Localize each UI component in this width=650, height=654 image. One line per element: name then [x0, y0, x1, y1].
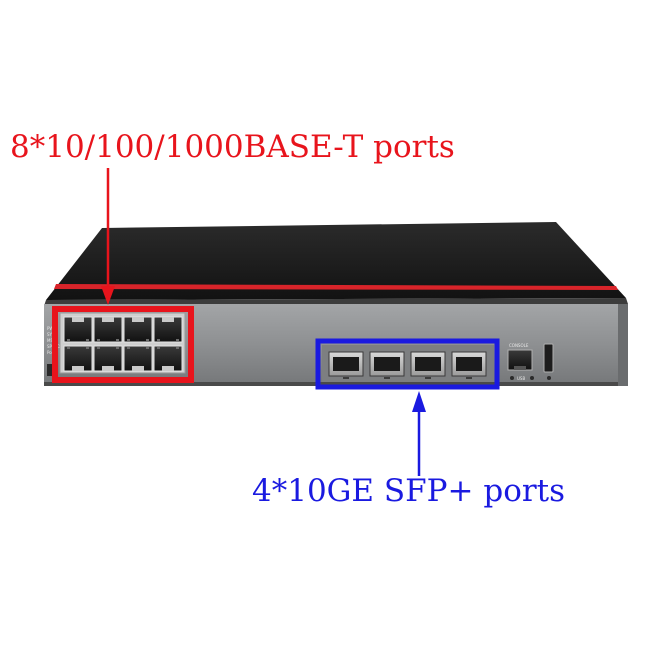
rj45-led: [116, 339, 119, 341]
led-label: PoE: [47, 350, 55, 355]
sfp-led: [343, 377, 349, 379]
bottom-edge: [44, 382, 628, 386]
sfp-arrow-head: [412, 391, 426, 412]
rj45-port-block: [59, 312, 186, 374]
rj45-led: [116, 347, 119, 349]
sfp-slot: [415, 357, 441, 371]
ge-ports-label: 8*10/100/1000BASE-T ports: [10, 129, 455, 165]
sfp-slot: [333, 357, 359, 371]
rj45-latch: [132, 366, 144, 371]
led-label: SYS: [47, 332, 55, 337]
console-area: CONSOLE USB: [507, 343, 554, 381]
sfp-slot: [456, 357, 482, 371]
rj45-led: [176, 347, 179, 349]
led-label: MST: [47, 338, 56, 343]
rj45-latch: [72, 366, 84, 371]
sfp-callout-box: [315, 338, 500, 390]
rj45-led: [127, 339, 130, 341]
rj45-latch: [102, 317, 114, 322]
accent-stripe: [54, 284, 618, 290]
chassis-top: [46, 222, 626, 300]
console-led: [510, 376, 514, 380]
usb-led: [530, 376, 534, 380]
ge-callout-box: [52, 306, 194, 383]
rj45-led: [146, 339, 149, 341]
usb-port: [543, 343, 554, 373]
sfp-port-block: [322, 345, 494, 382]
console-label: CONSOLE: [509, 343, 529, 348]
rj45-latch: [162, 366, 174, 371]
sfp-ports-label: 4*10GE SFP+ ports: [252, 473, 566, 509]
sfp-slot: [374, 357, 400, 371]
usb-label: USB: [517, 376, 525, 381]
rj45-led: [67, 339, 70, 341]
rj45-latch: [162, 317, 174, 322]
rj45-latch: [132, 317, 144, 322]
rj45-led: [67, 347, 70, 349]
led-label: PWR: [47, 326, 56, 331]
rj45-led: [157, 347, 160, 349]
reset-hole: [547, 376, 551, 380]
sfp-led: [384, 377, 390, 379]
rj45-led: [97, 339, 100, 341]
right-end-cap: [618, 304, 628, 386]
console-port-clip: [514, 366, 526, 370]
rj45-led: [86, 347, 89, 349]
rj45-led: [127, 347, 130, 349]
sfp-led: [466, 377, 472, 379]
sfp-led: [425, 377, 431, 379]
rj45-latch: [72, 317, 84, 322]
rj45-led: [146, 347, 149, 349]
rj45-latch: [102, 366, 114, 371]
rj45-led: [176, 339, 179, 341]
rj45-port: [93, 316, 123, 343]
rj45-led: [157, 339, 160, 341]
ge-arrow-head: [101, 286, 115, 305]
rj45-led: [97, 347, 100, 349]
rj45-led: [86, 339, 89, 341]
